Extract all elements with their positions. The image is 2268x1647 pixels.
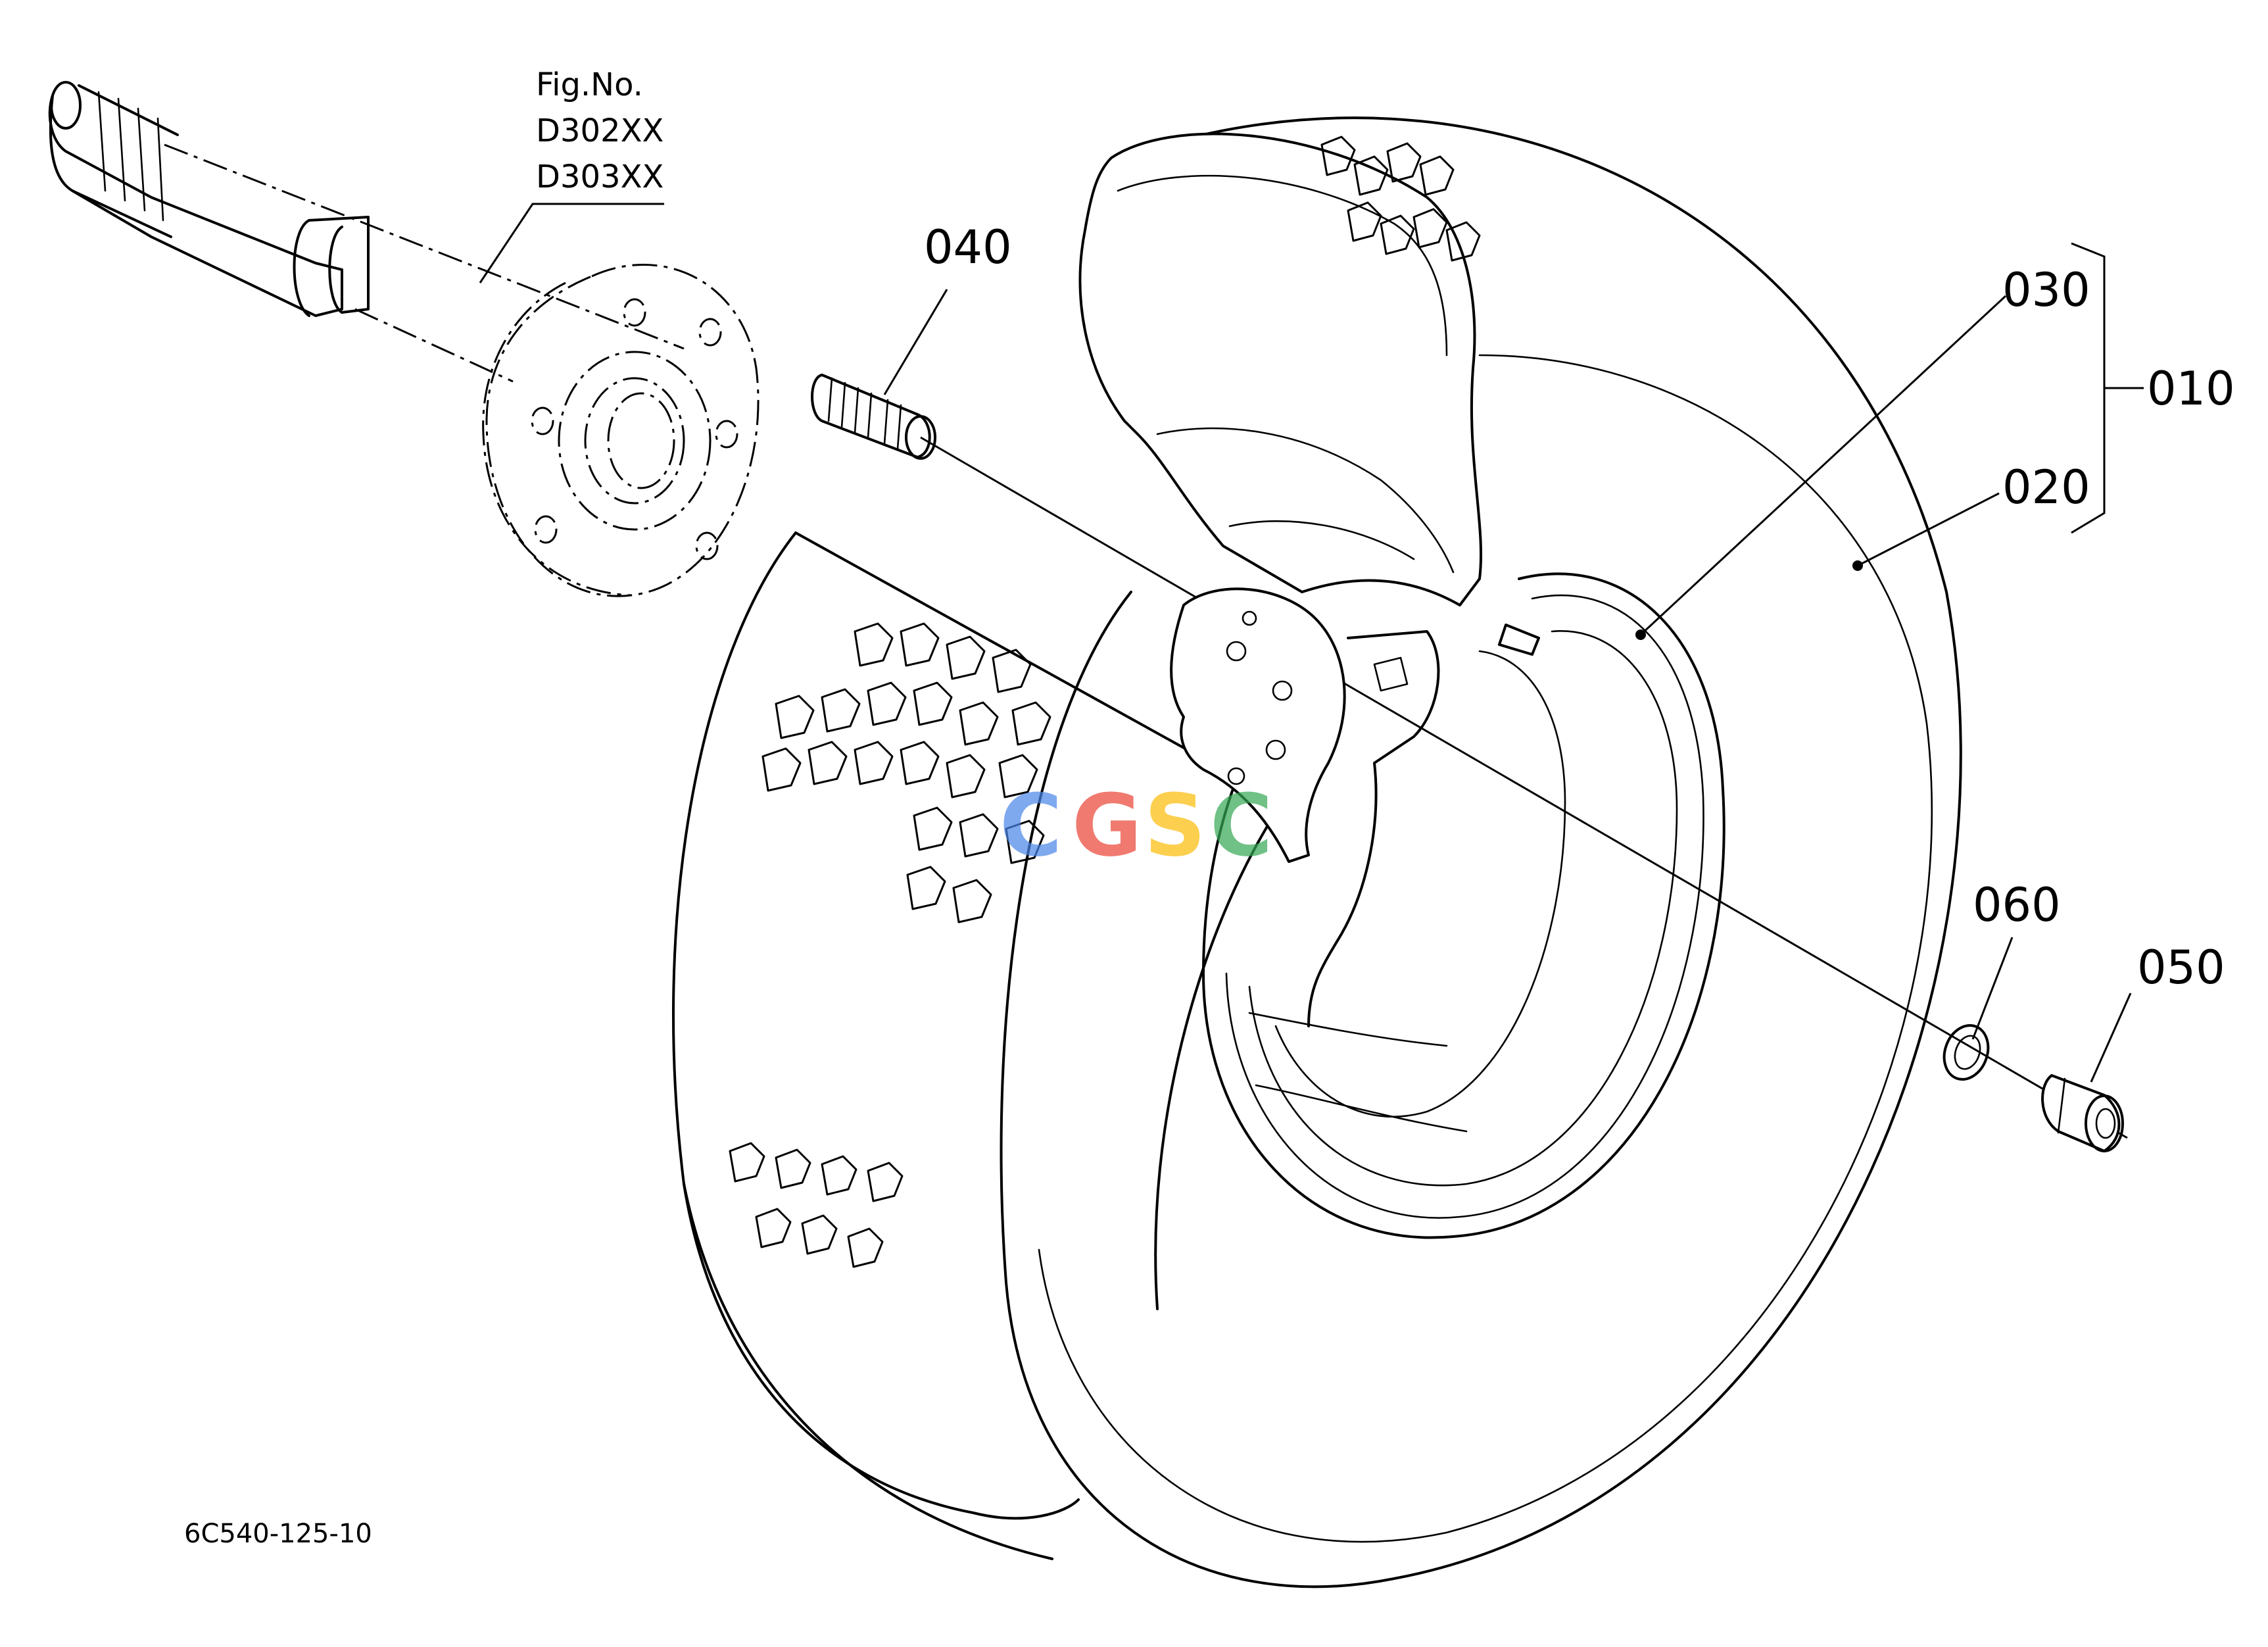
hub-flange [482, 264, 760, 597]
callout-010: 010 [2147, 362, 2235, 416]
callout-060: 060 [1973, 878, 2061, 932]
shaft-centerline-lower [354, 308, 514, 383]
stud-bolt [811, 374, 936, 460]
watermark-letter-2: G [1072, 775, 1142, 875]
leader-lines [479, 203, 2144, 1083]
spring-washer [1942, 1024, 1990, 1081]
watermark-letter-4: C [1210, 775, 1272, 875]
figure-heading: Fig.No. [536, 66, 643, 103]
figure-number-1: D302XX [536, 112, 664, 149]
callout-040: 040 [924, 220, 1012, 274]
axle-shaft [48, 81, 370, 317]
tire-assembly [671, 116, 1962, 1588]
drawing-code: 6C540-125-10 [184, 1519, 372, 1549]
nut [2041, 1074, 2124, 1152]
callout-050: 050 [2137, 941, 2225, 995]
callout-030: 030 [2002, 263, 2090, 317]
watermark-logo: C G S C [1000, 775, 1272, 875]
figure-number-2: D303XX [536, 159, 664, 195]
figure-reference: Fig.No. D302XX D303XX [536, 66, 664, 195]
watermark-letter-1: C [1000, 775, 1062, 875]
shaft-centerline [164, 143, 685, 350]
callout-020: 020 [2002, 460, 2090, 514]
watermark-letter-3: S [1144, 775, 1206, 875]
